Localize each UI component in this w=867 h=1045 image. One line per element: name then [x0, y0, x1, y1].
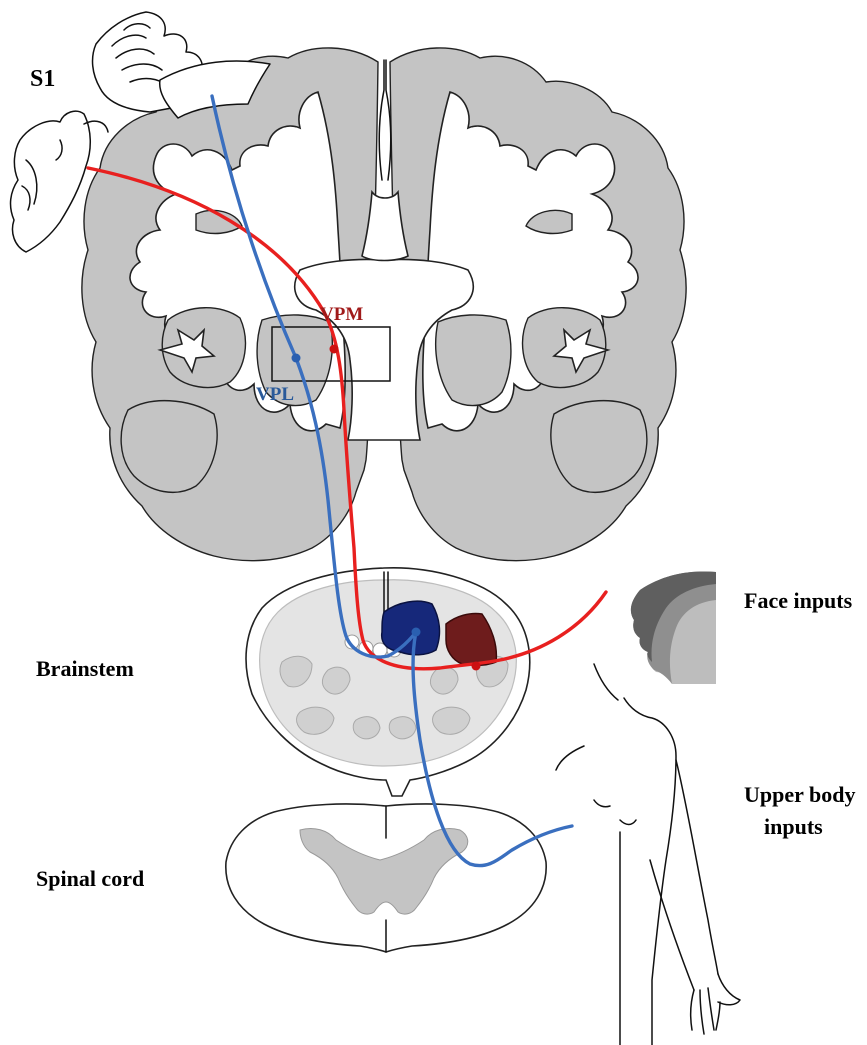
- trigeminal-node: [472, 662, 481, 671]
- s1-label: S1: [30, 66, 55, 92]
- right-thalamus: [436, 315, 511, 406]
- homunculus-face: [11, 111, 91, 252]
- vpl-node: [292, 354, 301, 363]
- vpm-node: [330, 345, 339, 354]
- chest-details: [594, 800, 636, 825]
- coronal-brain-section: [82, 48, 686, 561]
- spinal-cord-label: Spinal cord: [36, 866, 144, 891]
- face-profile-drawing: [631, 572, 716, 684]
- arm-outline: [650, 760, 718, 990]
- torso-outline: [556, 698, 676, 1045]
- upper-body-drawing: [556, 664, 740, 1045]
- upper-body-label-line1: Upper body: [744, 782, 855, 807]
- brainstem-label: Brainstem: [36, 656, 134, 681]
- neck-line: [594, 664, 618, 700]
- face-inputs-label: Face inputs: [744, 588, 853, 613]
- brainstem-section: [246, 568, 530, 796]
- dorsal-column-nucleus: [382, 601, 440, 655]
- vpl-label: VPL: [256, 384, 294, 405]
- upper-body-label-line2: inputs: [764, 814, 823, 839]
- longitudinal-fissure: [379, 60, 391, 180]
- hand-outline: [691, 974, 740, 1034]
- vpm-label: VPM: [320, 304, 363, 325]
- dorsal-column-node: [412, 628, 421, 637]
- spinal-cord-section: [226, 804, 546, 952]
